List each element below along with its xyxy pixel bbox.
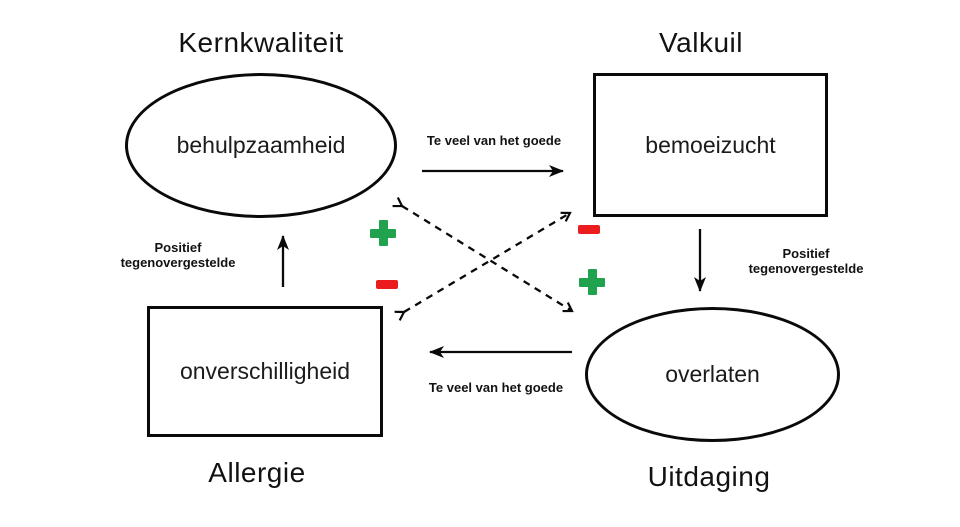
valkuil-text: bemoeizucht (645, 131, 776, 158)
edge-label-left: Positief tegenovergestelde (120, 240, 236, 271)
allergie-text: onverschilligheid (179, 358, 351, 384)
dashed-arrow-allergie-valkuil (394, 211, 572, 321)
dashed-arrow-kernkwaliteit-uitdaging (392, 197, 574, 313)
quadrant-title-valkuil: Valkuil (659, 27, 743, 58)
edge-label-top: Te veel van het goede (426, 133, 562, 148)
kernkwaliteit-text: behulpzaamheid (176, 132, 346, 158)
quadrant-title-kernkwaliteit: Kernkwaliteit (178, 27, 344, 58)
plus-icon (370, 220, 396, 246)
minus-icon (376, 280, 398, 289)
uitdaging-text: overlaten (665, 361, 760, 387)
quadrant-title-allergie: Allergie (208, 457, 306, 488)
uitdaging-ellipse: overlaten (585, 307, 840, 442)
minus-icon (578, 225, 600, 234)
kernkwaliteit-ellipse: behulpzaamheid (125, 73, 397, 218)
edge-label-bottom: Te veel van het goede (428, 380, 564, 395)
quadrant-title-uitdaging: Uitdaging (647, 461, 771, 492)
plus-icon (579, 269, 605, 295)
edge-label-right: Positief tegenovergestelde (748, 246, 864, 277)
allergie-rect: onverschilligheid (147, 306, 383, 437)
valkuil-rect: bemoeizucht (593, 73, 828, 217)
